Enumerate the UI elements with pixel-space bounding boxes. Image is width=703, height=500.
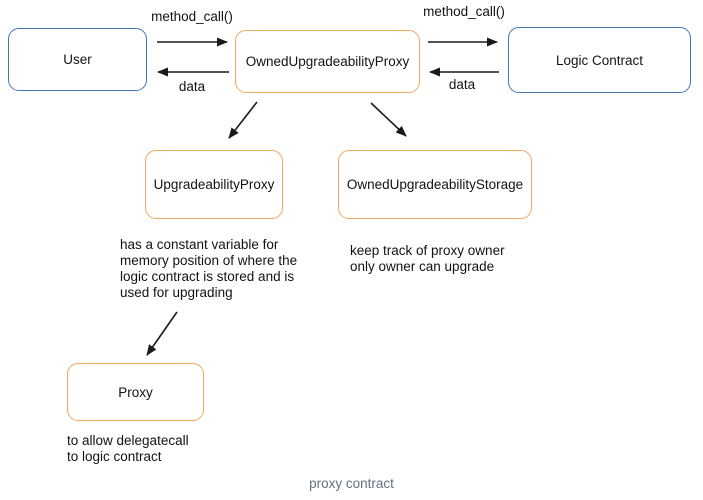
node-logic-contract-label: Logic Contract	[555, 52, 644, 68]
node-logic-contract: Logic Contract	[508, 27, 691, 93]
node-upgradeability-proxy-label: UpgradeabilityProxy	[153, 177, 275, 192]
node-owned-upgradeability-storage: OwnedUpgradeabilityStorage	[338, 150, 532, 219]
arrow-note-to-proxy	[146, 311, 178, 356]
node-owned-upgradeability-proxy: OwnedUpgradeabilityProxy	[235, 30, 420, 93]
arrow-ownedproxy-to-upgradeabilityproxy	[228, 101, 258, 139]
diagram-caption: proxy contract	[309, 476, 394, 491]
note-upgradeability-proxy: has a constant variable for memory posit…	[120, 237, 298, 300]
node-user: User	[8, 28, 147, 91]
node-proxy: Proxy	[67, 363, 204, 421]
edge-label-logic-data: data	[448, 77, 476, 92]
edge-label-user-method-call: method_call()	[151, 9, 233, 24]
node-proxy-label: Proxy	[118, 384, 153, 400]
edge-label-logic-method-call: method_call()	[423, 4, 505, 19]
node-upgradeability-proxy: UpgradeabilityProxy	[145, 150, 283, 219]
node-owned-upgradeability-storage-label: OwnedUpgradeabilityStorage	[346, 177, 524, 192]
node-user-label: User	[63, 52, 92, 67]
note-proxy: to allow delegatecall to logic contract	[67, 433, 189, 464]
edge-label-user-data: data	[178, 79, 206, 94]
node-owned-upgradeability-proxy-label: OwnedUpgradeabilityProxy	[245, 54, 410, 69]
arrow-ownedproxy-to-storage	[370, 102, 407, 137]
note-storage: keep track of proxy owner only owner can…	[350, 243, 505, 274]
